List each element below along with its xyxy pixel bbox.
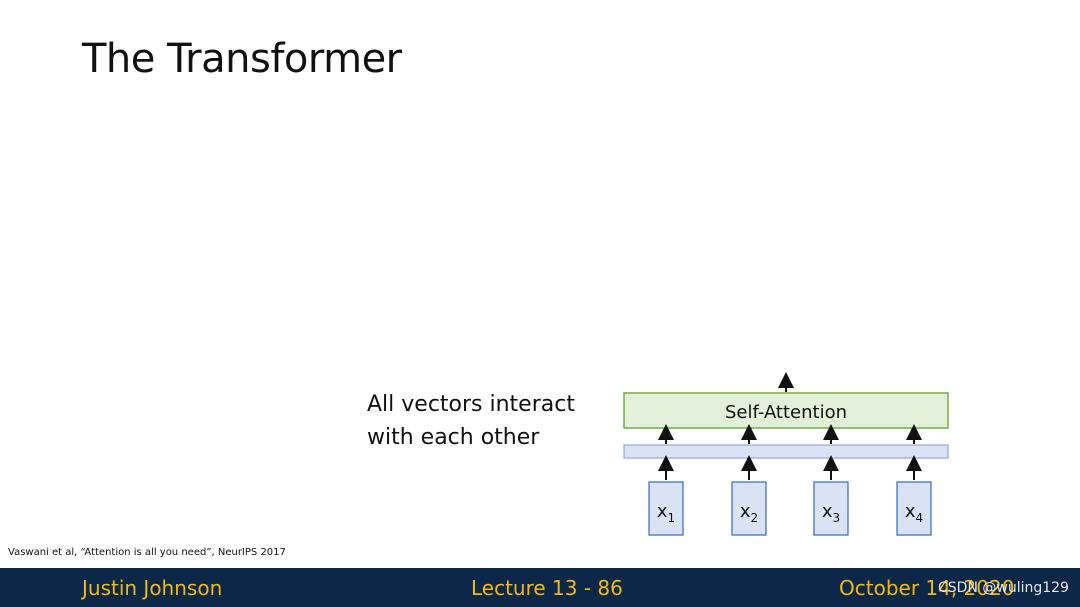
diagram-caption: All vectors interact with each other bbox=[367, 388, 575, 454]
self-attention-diagram: Self-Attention x1 x2 x3 x4 bbox=[623, 372, 949, 536]
slide-title: The Transformer bbox=[82, 36, 402, 82]
input-box-4 bbox=[896, 481, 932, 536]
citation: Vaswani et al, “Attention is all you nee… bbox=[8, 547, 286, 558]
footer-lecture: Lecture 13 - 86 bbox=[471, 576, 623, 600]
input-label-3: x3 bbox=[822, 501, 840, 525]
footer-bar: Justin Johnson Lecture 13 - 86 October 1… bbox=[0, 568, 1080, 607]
input-label-2: x2 bbox=[740, 501, 758, 525]
input-label-4: x4 bbox=[905, 501, 923, 525]
vector-bar bbox=[623, 444, 949, 459]
self-attention-block bbox=[623, 392, 949, 429]
footer-author: Justin Johnson bbox=[82, 576, 223, 600]
input-label-1: x1 bbox=[657, 501, 675, 525]
footer-date: October 14, 2020 bbox=[839, 576, 1015, 600]
bar-to-attention-arrows bbox=[658, 424, 922, 444]
input-x1: x1 bbox=[648, 481, 684, 536]
caption-line-2: with each other bbox=[367, 425, 540, 450]
input-x4: x4 bbox=[896, 481, 932, 536]
input-x3: x3 bbox=[813, 481, 849, 536]
input-x2: x2 bbox=[731, 481, 767, 536]
watermark: CSDN @wuling129 bbox=[938, 580, 1069, 596]
input-box-3 bbox=[813, 481, 849, 536]
caption-line-1: All vectors interact bbox=[367, 392, 575, 417]
input-box-1 bbox=[648, 481, 684, 536]
input-to-bar-arrows bbox=[658, 455, 922, 480]
input-box-2 bbox=[731, 481, 767, 536]
self-attention-label: Self-Attention bbox=[725, 402, 847, 423]
